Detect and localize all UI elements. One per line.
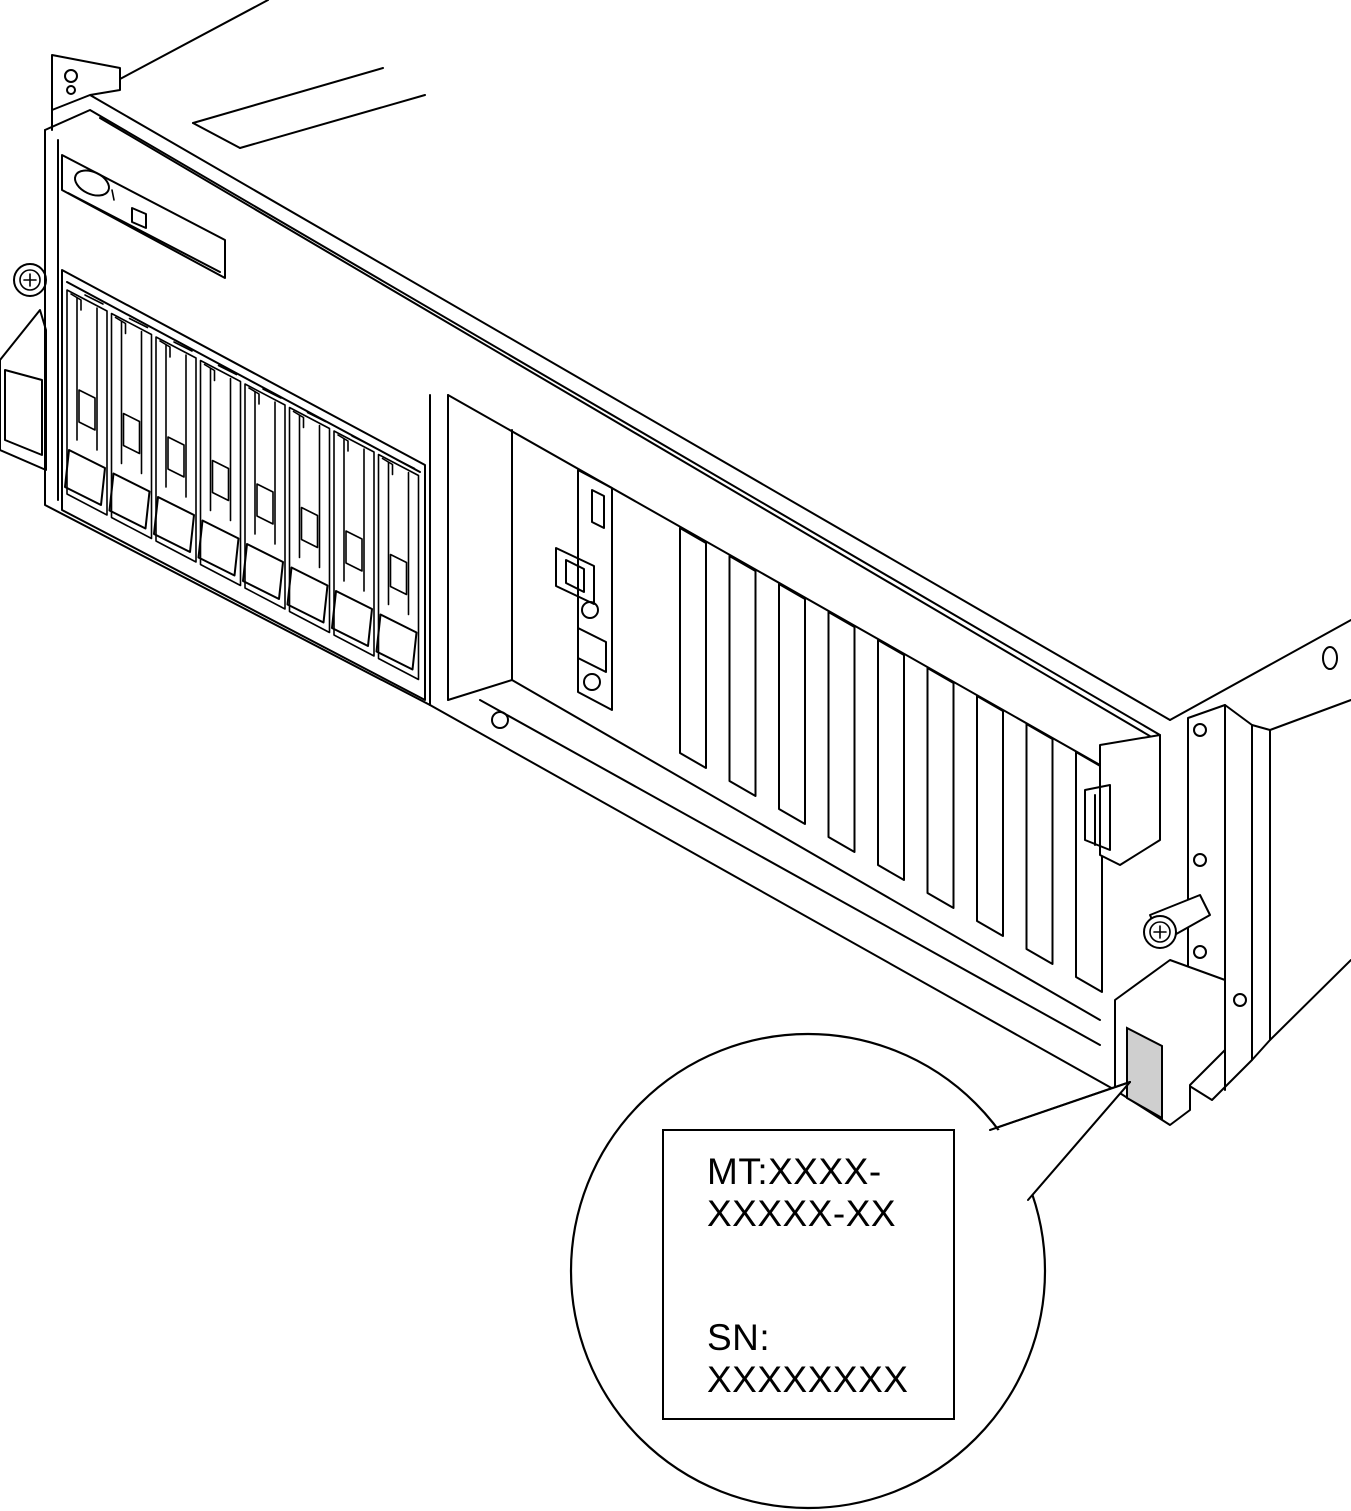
pcie-slot xyxy=(679,527,707,769)
thumbscrew-icon xyxy=(13,263,47,297)
sn-label-line2: XXXXXXXX xyxy=(707,1359,909,1400)
pcie-slot xyxy=(778,583,806,825)
pcie-slot xyxy=(728,555,757,797)
drive-carrier xyxy=(375,453,420,681)
sn-label-line1: SN: xyxy=(707,1317,771,1358)
front-bezel xyxy=(44,109,1161,1091)
operator-panel xyxy=(61,154,226,279)
thumbscrew-icon-right xyxy=(1143,894,1211,949)
pcie-slot xyxy=(1075,751,1103,993)
pcie-slots xyxy=(679,527,1103,993)
pcie-slot xyxy=(976,695,1004,937)
drive-carrier xyxy=(197,359,242,587)
mt-label-line2: XXXXX-XX xyxy=(707,1193,897,1234)
drive-carrier xyxy=(108,312,153,540)
label-box xyxy=(662,1129,955,1420)
drive-carrier xyxy=(64,289,108,516)
chassis-top-cover xyxy=(89,0,1351,721)
pcie-slot xyxy=(877,639,905,881)
right-handle xyxy=(1084,734,1161,866)
label-tab xyxy=(1114,959,1226,1126)
drive-bay-array xyxy=(64,289,420,681)
drive-bays xyxy=(61,269,426,701)
pcie-slot xyxy=(926,667,955,909)
pcie-slot xyxy=(827,611,856,853)
left-rack-ear xyxy=(0,54,121,471)
drive-carrier xyxy=(242,383,286,610)
drive-carrier xyxy=(331,430,375,657)
label-tab-highlight xyxy=(1126,1026,1163,1120)
drive-carrier xyxy=(153,336,197,563)
io-module xyxy=(555,469,613,711)
drive-carrier xyxy=(286,406,331,634)
magnifier-callout-circle xyxy=(569,1032,1131,1510)
pcie-slot xyxy=(1025,723,1054,965)
mt-label-line1: MT:XXXX- xyxy=(707,1151,882,1192)
